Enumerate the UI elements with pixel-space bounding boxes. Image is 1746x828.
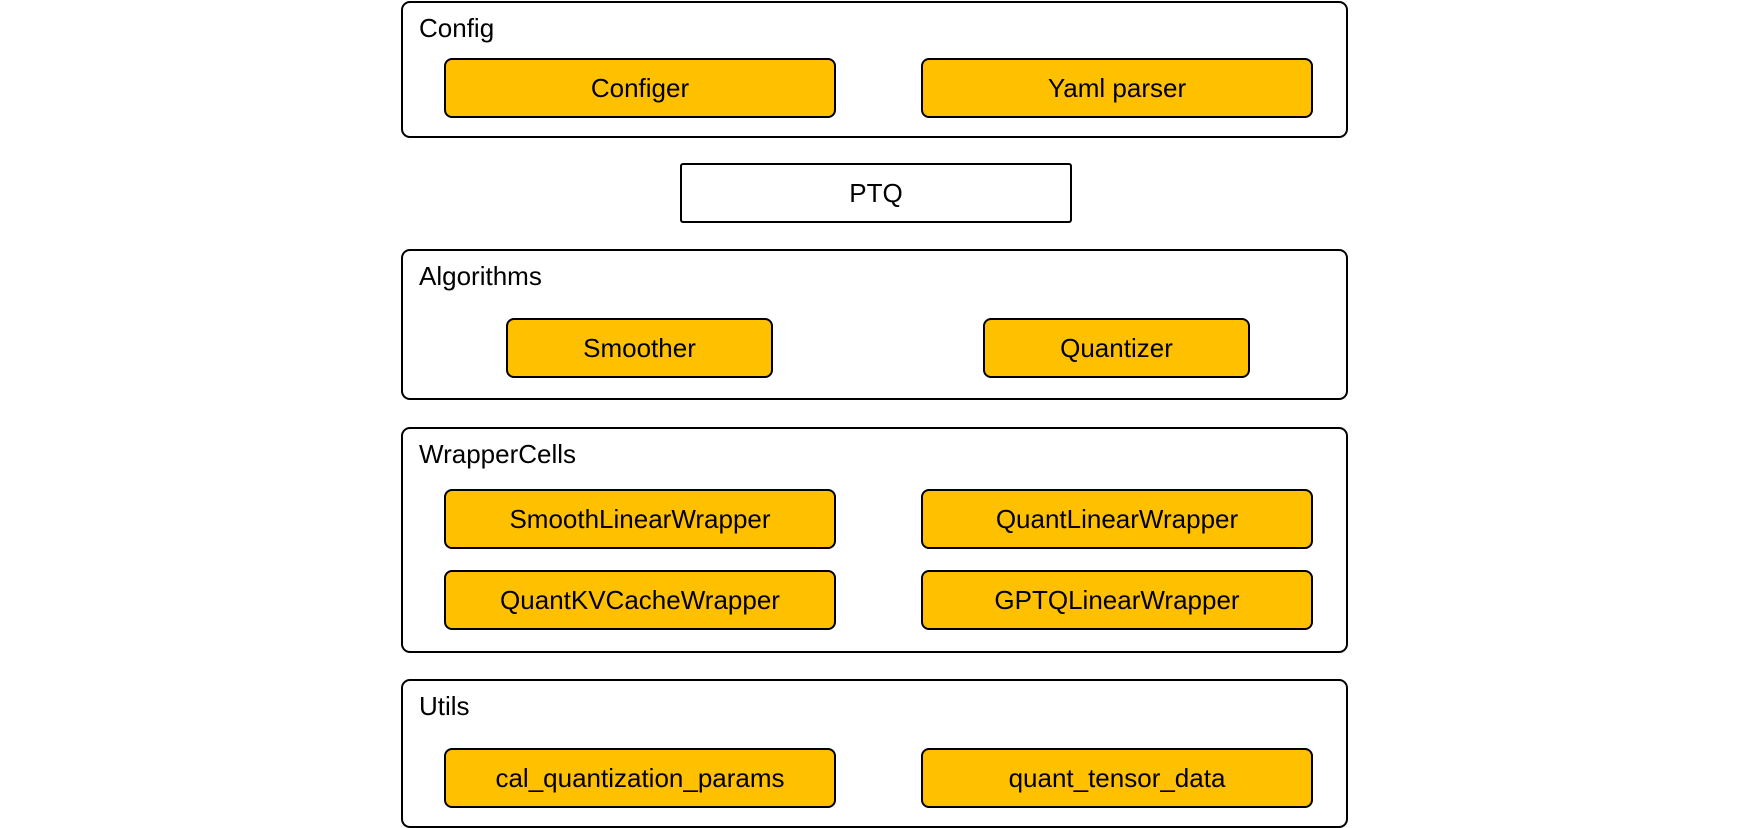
smoother-box: Smoother: [506, 318, 773, 378]
configer-box: Configer: [444, 58, 836, 118]
wrapper-cells-group: WrapperCells SmoothLinearWrapper QuantLi…: [401, 427, 1348, 653]
algorithms-group: Algorithms Smoother Quantizer: [401, 249, 1348, 400]
ptq-box: PTQ: [680, 163, 1072, 223]
utils-group: Utils cal_quantization_params quant_tens…: [401, 679, 1348, 828]
smooth-linear-wrapper-box: SmoothLinearWrapper: [444, 489, 836, 549]
gptq-linear-wrapper-box: GPTQLinearWrapper: [921, 570, 1313, 630]
quant-tensor-data-box: quant_tensor_data: [921, 748, 1313, 808]
cal-quantization-params-box: cal_quantization_params: [444, 748, 836, 808]
yaml-parser-box: Yaml parser: [921, 58, 1313, 118]
algorithms-group-title: Algorithms: [419, 261, 542, 291]
quantizer-box: Quantizer: [983, 318, 1250, 378]
wrapper-cells-group-title: WrapperCells: [419, 439, 577, 469]
quant-linear-wrapper-box: QuantLinearWrapper: [921, 489, 1313, 549]
config-group: Config Configer Yaml parser: [401, 1, 1348, 138]
config-group-title: Config: [419, 13, 495, 43]
quant-kv-cache-wrapper-box: QuantKVCacheWrapper: [444, 570, 836, 630]
utils-group-title: Utils: [419, 691, 470, 721]
